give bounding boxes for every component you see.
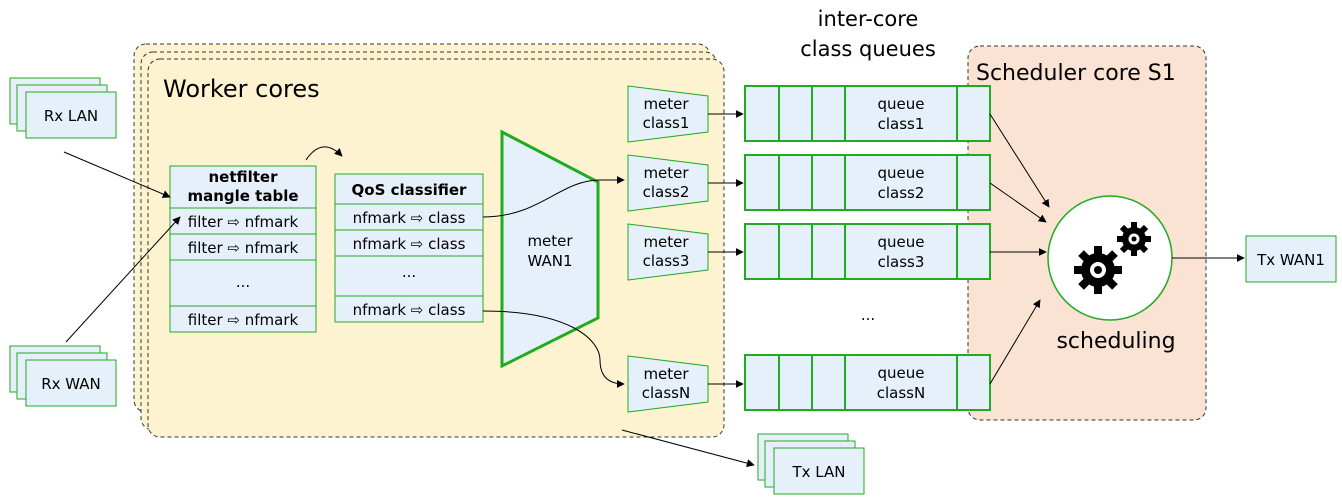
- tx-wan1-label: Tx WAN1: [1256, 251, 1325, 269]
- tx-lan-node: Tx LAN: [757, 433, 865, 495]
- queue-class1: queue class1: [744, 85, 991, 142]
- queue-class3: queue class3: [744, 223, 991, 280]
- meter-class-line2: class1: [643, 114, 690, 132]
- queue-line1: queue: [878, 233, 925, 251]
- queue-classN: queue classN: [744, 354, 991, 411]
- meter-class3: meter class3: [627, 223, 709, 281]
- meter-class1: meter class1: [627, 85, 709, 143]
- queue-line2: class1: [878, 115, 925, 133]
- meter-class-line1: meter: [643, 164, 689, 182]
- meter-class-line2: class2: [643, 183, 690, 201]
- meter-class-line1: meter: [643, 95, 689, 113]
- header-line2: class queues: [800, 37, 936, 61]
- meter-class-line1: meter: [643, 233, 689, 251]
- meter-class-line2: classN: [642, 384, 690, 402]
- queue-line2: class2: [878, 184, 925, 202]
- meter-wan1: meter WAN1: [500, 129, 600, 369]
- qos-row: nfmark ⇨ class: [353, 209, 466, 227]
- meter-wan1-line2: WAN1: [527, 252, 572, 270]
- netfilter-row-ellipsis: ...: [236, 273, 250, 291]
- netfilter-row: filter ⇨ nfmark: [188, 311, 299, 329]
- queue-line2: class3: [878, 253, 925, 271]
- header-line1: inter-core: [818, 7, 919, 31]
- netfilter-title-line1: netfilter: [208, 168, 278, 186]
- rx-lan-node: Rx LAN: [9, 77, 117, 139]
- meter-classN: meter classN: [627, 355, 709, 413]
- rx-wan-label: Rx WAN: [41, 375, 101, 393]
- rx-lan-label: Rx LAN: [44, 107, 98, 125]
- tx-wan1-node: Tx WAN1: [1245, 235, 1337, 283]
- qos-row: nfmark ⇨ class: [353, 301, 466, 319]
- flow-arrows: [63, 110, 1245, 468]
- queue-class2: queue class2: [744, 154, 991, 211]
- queue-ellipsis: ...: [861, 306, 875, 324]
- qos-title: QoS classifier: [352, 181, 468, 199]
- qos-row: nfmark ⇨ class: [353, 235, 466, 253]
- qos-row-ellipsis: ...: [402, 263, 416, 281]
- gears-icon: [1074, 222, 1151, 294]
- scheduling-label: scheduling: [1056, 329, 1175, 354]
- worker-cores-title: Worker cores: [163, 75, 320, 103]
- netfilter-row: filter ⇨ nfmark: [188, 239, 299, 257]
- meter-wan1-line1: meter: [527, 232, 573, 250]
- queue-line1: queue: [878, 164, 925, 182]
- queue-line1: queue: [878, 95, 925, 113]
- queue-line1: queue: [878, 364, 925, 382]
- netfilter-table: netfilter mangle table filter ⇨ nfmark f…: [169, 165, 317, 333]
- meter-class2: meter class2: [627, 154, 709, 212]
- tx-lan-label: Tx LAN: [792, 463, 846, 481]
- meter-class-line1: meter: [643, 365, 689, 383]
- netfilter-row: filter ⇨ nfmark: [188, 213, 299, 231]
- rx-wan-node: Rx WAN: [9, 345, 117, 407]
- scheduling-node: scheduling: [1047, 195, 1176, 354]
- netfilter-title-line2: mangle table: [187, 187, 298, 205]
- qos-classifier-table: QoS classifier nfmark ⇨ class nfmark ⇨ c…: [334, 173, 484, 323]
- queue-line2: classN: [877, 384, 925, 402]
- meter-class-line2: class3: [643, 252, 690, 270]
- scheduler-core-title: Scheduler core S1: [976, 61, 1176, 86]
